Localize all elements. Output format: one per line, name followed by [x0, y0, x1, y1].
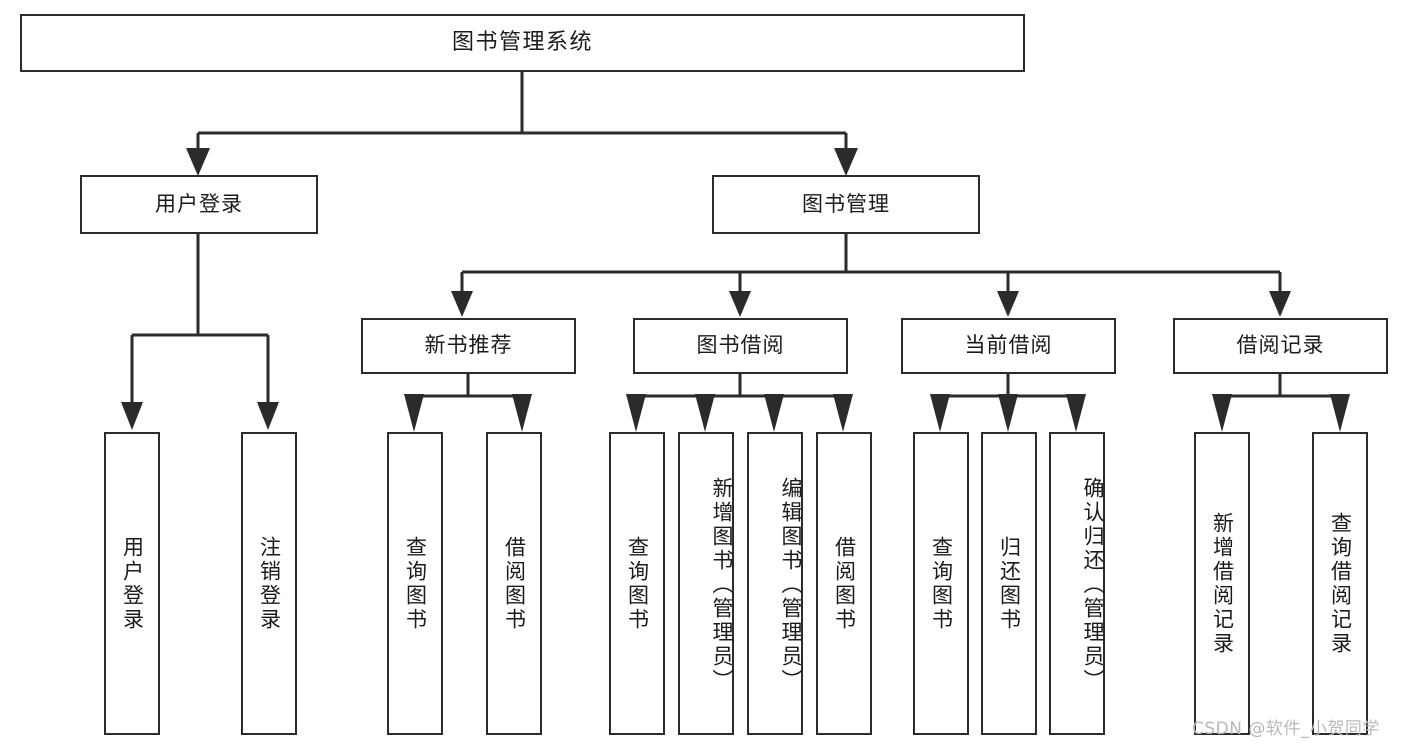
node-root-system[interactable]: 图书管理系统 [20, 14, 1025, 72]
node-new-book-recommend[interactable]: 新书推荐 [361, 318, 576, 374]
leaf-query-borrow-record[interactable]: 查询借阅记录 [1312, 432, 1368, 735]
leaf-query-book-recommend[interactable]: 查询图书 [387, 432, 443, 735]
leaf-query-book-current[interactable]: 查询图书 [913, 432, 969, 735]
leaf-logout[interactable]: 注销登录 [241, 432, 297, 735]
leaf-add-book-admin[interactable]: 新增图书（管理员） [678, 432, 734, 735]
leaf-edit-book-admin[interactable]: 编辑图书（管理员） [747, 432, 803, 735]
node-borrow-record[interactable]: 借阅记录 [1173, 318, 1388, 374]
leaf-query-book-borrow[interactable]: 查询图书 [609, 432, 665, 735]
leaf-add-borrow-record[interactable]: 新增借阅记录 [1194, 432, 1250, 735]
leaf-return-book[interactable]: 归还图书 [981, 432, 1037, 735]
csdn-watermark: CSDN @软件_小贺同学 [1192, 719, 1380, 739]
node-user-login[interactable]: 用户登录 [80, 175, 318, 234]
node-current-borrow[interactable]: 当前借阅 [901, 318, 1116, 374]
node-book-management[interactable]: 图书管理 [712, 175, 980, 234]
leaf-borrow-book[interactable]: 借阅图书 [816, 432, 872, 735]
leaf-confirm-return-admin[interactable]: 确认归还（管理员） [1049, 432, 1105, 735]
leaf-user-login[interactable]: 用户登录 [104, 432, 160, 735]
node-book-borrow[interactable]: 图书借阅 [633, 318, 848, 374]
leaf-borrow-book-recommend[interactable]: 借阅图书 [486, 432, 542, 735]
